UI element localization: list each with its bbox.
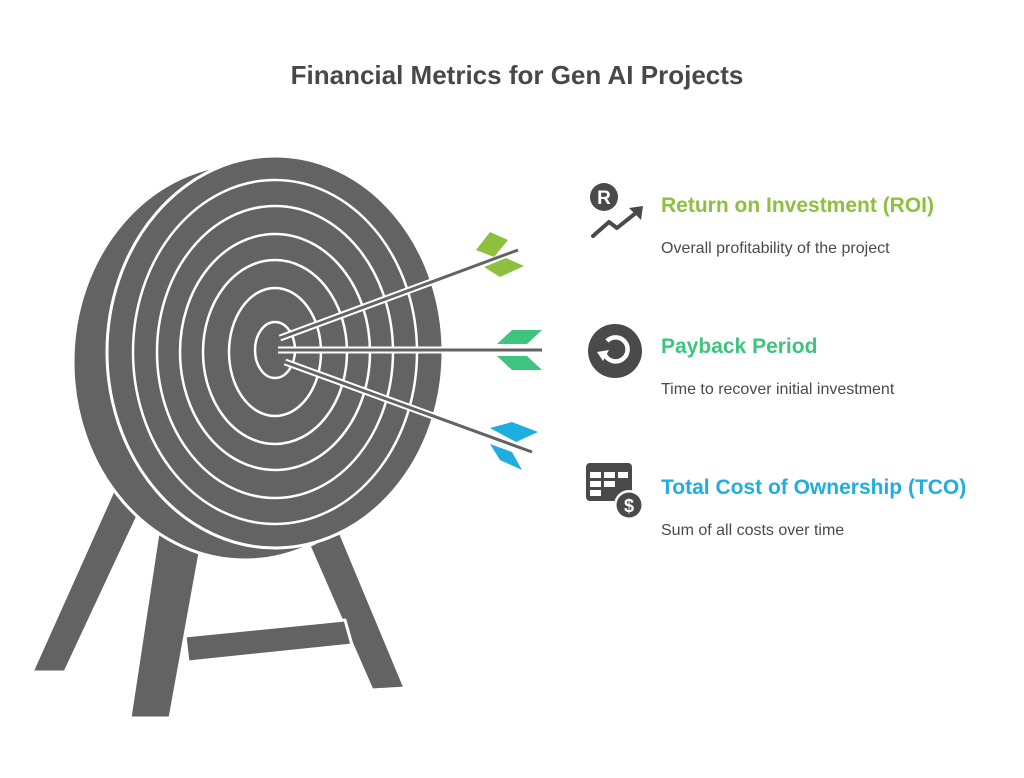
metric-heading: Return on Investment (ROI): [661, 194, 935, 217]
arrow-tco: [283, 358, 538, 470]
target-crossbar: [183, 618, 354, 664]
roi-chart-icon: R: [590, 183, 643, 238]
svg-text:R: R: [597, 188, 611, 209]
archery-target-illustration: [30, 154, 542, 720]
cost-table-dollar-icon: $: [586, 463, 644, 520]
svg-text:$: $: [624, 496, 634, 516]
page-title: Financial Metrics for Gen AI Projects: [290, 60, 744, 90]
target-leg-right: [298, 518, 407, 692]
payback-refresh-icon: [588, 324, 642, 378]
metric-description: Sum of all costs over time: [661, 522, 845, 539]
arrow-roi: [278, 232, 524, 342]
metric-description: Time to recover initial investment: [661, 381, 895, 398]
arrow-payback: [278, 330, 542, 370]
metric-heading: Payback Period: [661, 335, 818, 358]
metric-description: Overall profitability of the project: [661, 240, 890, 257]
metric-heading: Total Cost of Ownership (TCO): [661, 476, 967, 499]
